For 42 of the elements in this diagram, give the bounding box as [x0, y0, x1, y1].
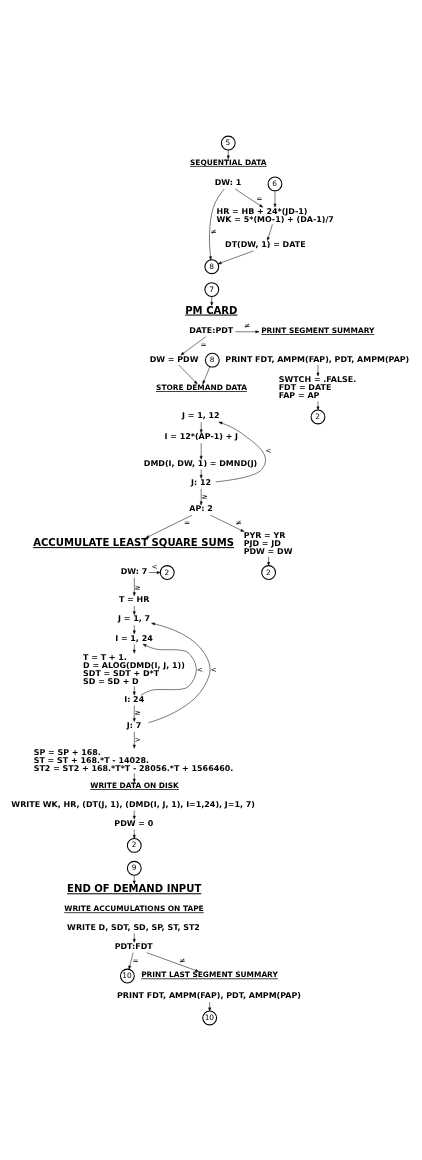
- arrow: [199, 442, 203, 460]
- arrow: [132, 874, 136, 884]
- node-text: ACCUMULATE LEAST SQUARE SUMS: [33, 536, 234, 548]
- arrow: [210, 295, 214, 306]
- arrow: [132, 731, 136, 748]
- arrow: [226, 149, 230, 159]
- arrow: [209, 188, 225, 260]
- arrow: [145, 514, 193, 538]
- arrow: [199, 488, 203, 505]
- arrow: [210, 514, 245, 532]
- arrow: [148, 622, 211, 723]
- node-text: END OF DEMAND INPUT: [67, 882, 202, 894]
- arrow: [215, 421, 266, 482]
- arrow: [140, 643, 197, 695]
- arrow: [132, 704, 136, 722]
- arrow: [199, 468, 203, 479]
- arrow: [132, 643, 136, 653]
- arrow: [132, 624, 136, 634]
- arrow: [234, 188, 264, 207]
- arrow: [148, 570, 161, 574]
- arrow: [217, 250, 254, 264]
- arrow: [132, 772, 136, 782]
- node-text: PM CARD: [185, 304, 238, 316]
- arrow: [267, 555, 270, 566]
- arrow: [178, 364, 198, 384]
- arrow: [146, 951, 199, 972]
- arrow: [132, 809, 136, 819]
- arrow: [132, 685, 136, 695]
- arrow: [132, 828, 136, 839]
- arrow: [235, 329, 260, 333]
- arrow: [132, 605, 136, 615]
- arrow: [199, 421, 203, 433]
- arrow: [132, 576, 136, 596]
- arrow: [180, 336, 206, 355]
- arrow: [316, 400, 320, 410]
- arrow: [208, 1001, 212, 1011]
- arrow: [202, 366, 211, 384]
- arrow: [128, 951, 134, 969]
- arrow: [273, 190, 277, 207]
- arrow: [267, 223, 273, 241]
- arrow: [132, 932, 136, 943]
- arrow: [316, 364, 320, 376]
